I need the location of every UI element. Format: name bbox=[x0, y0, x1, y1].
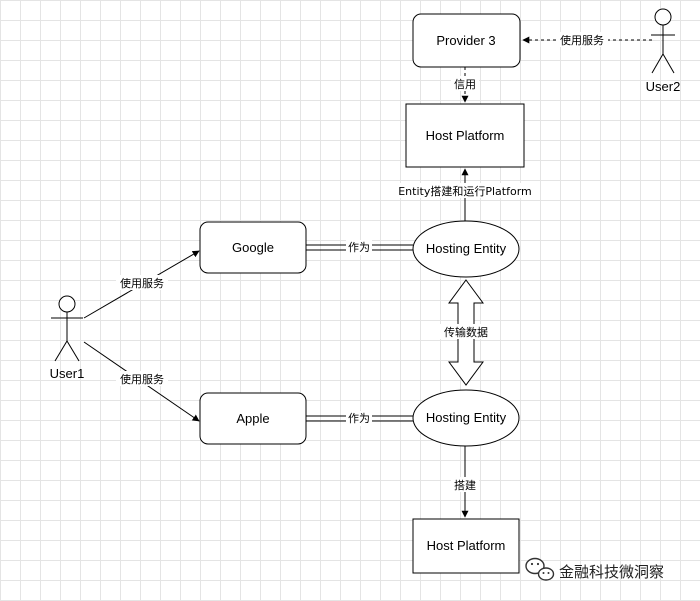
hosting-entity-top-label: Hosting Entity bbox=[426, 241, 507, 256]
host-platform-bottom-node[interactable] bbox=[412, 518, 520, 574]
host-platform-bottom-label: Host Platform bbox=[427, 538, 506, 553]
edge-label-provider3-host-platform: 信用 bbox=[454, 78, 476, 91]
edge-label-data-transfer: 传输数据 bbox=[444, 325, 488, 339]
edge-label-bg bbox=[346, 240, 372, 255]
edge-label-user1-apple: 使用服务 bbox=[120, 373, 164, 386]
google-node[interactable] bbox=[199, 221, 307, 274]
edge-label-bg bbox=[116, 371, 168, 386]
edge-label-user2-provider3: 使用服务 bbox=[560, 34, 604, 47]
edge-label-hosting-entity-build: 搭建 bbox=[454, 478, 476, 492]
user2-label: User2 bbox=[646, 79, 681, 94]
edge-label-bg bbox=[398, 183, 532, 198]
edge-label-bg bbox=[439, 324, 493, 339]
google-label: Google bbox=[232, 240, 274, 255]
host-platform-top-node[interactable] bbox=[405, 103, 525, 168]
provider3-label: Provider 3 bbox=[436, 33, 495, 48]
host-platform-top-label: Host Platform bbox=[426, 128, 505, 143]
hosting-entity-bottom-label: Hosting Entity bbox=[426, 410, 507, 425]
user1-actor-icon[interactable] bbox=[51, 295, 83, 362]
edge-label-google-hosting-entity: 作为 bbox=[348, 241, 370, 254]
edge-label-bg bbox=[346, 411, 372, 426]
apple-label: Apple bbox=[236, 411, 269, 426]
edge-label-bg bbox=[116, 275, 168, 290]
user1-label: User1 bbox=[50, 366, 85, 381]
hosting-entity-bottom-node[interactable] bbox=[412, 389, 520, 447]
edge-label-apple-hosting-entity: 作为 bbox=[348, 412, 370, 425]
edge-label-user1-google: 使用服务 bbox=[120, 277, 164, 290]
apple-node[interactable] bbox=[199, 392, 307, 445]
user2-actor-icon[interactable] bbox=[651, 8, 675, 74]
hosting-entity-top-node[interactable] bbox=[412, 220, 520, 278]
provider3-node[interactable] bbox=[412, 13, 521, 68]
edge-label-bg bbox=[451, 76, 479, 91]
edge-label-bg bbox=[556, 32, 608, 47]
wechat-icon bbox=[525, 557, 555, 581]
watermark-text: 金融科技微洞察 bbox=[559, 563, 664, 581]
edge-label-entity-builds-platform: Entity搭建和运行Platform bbox=[398, 184, 532, 198]
edge-label-bg bbox=[451, 477, 479, 492]
